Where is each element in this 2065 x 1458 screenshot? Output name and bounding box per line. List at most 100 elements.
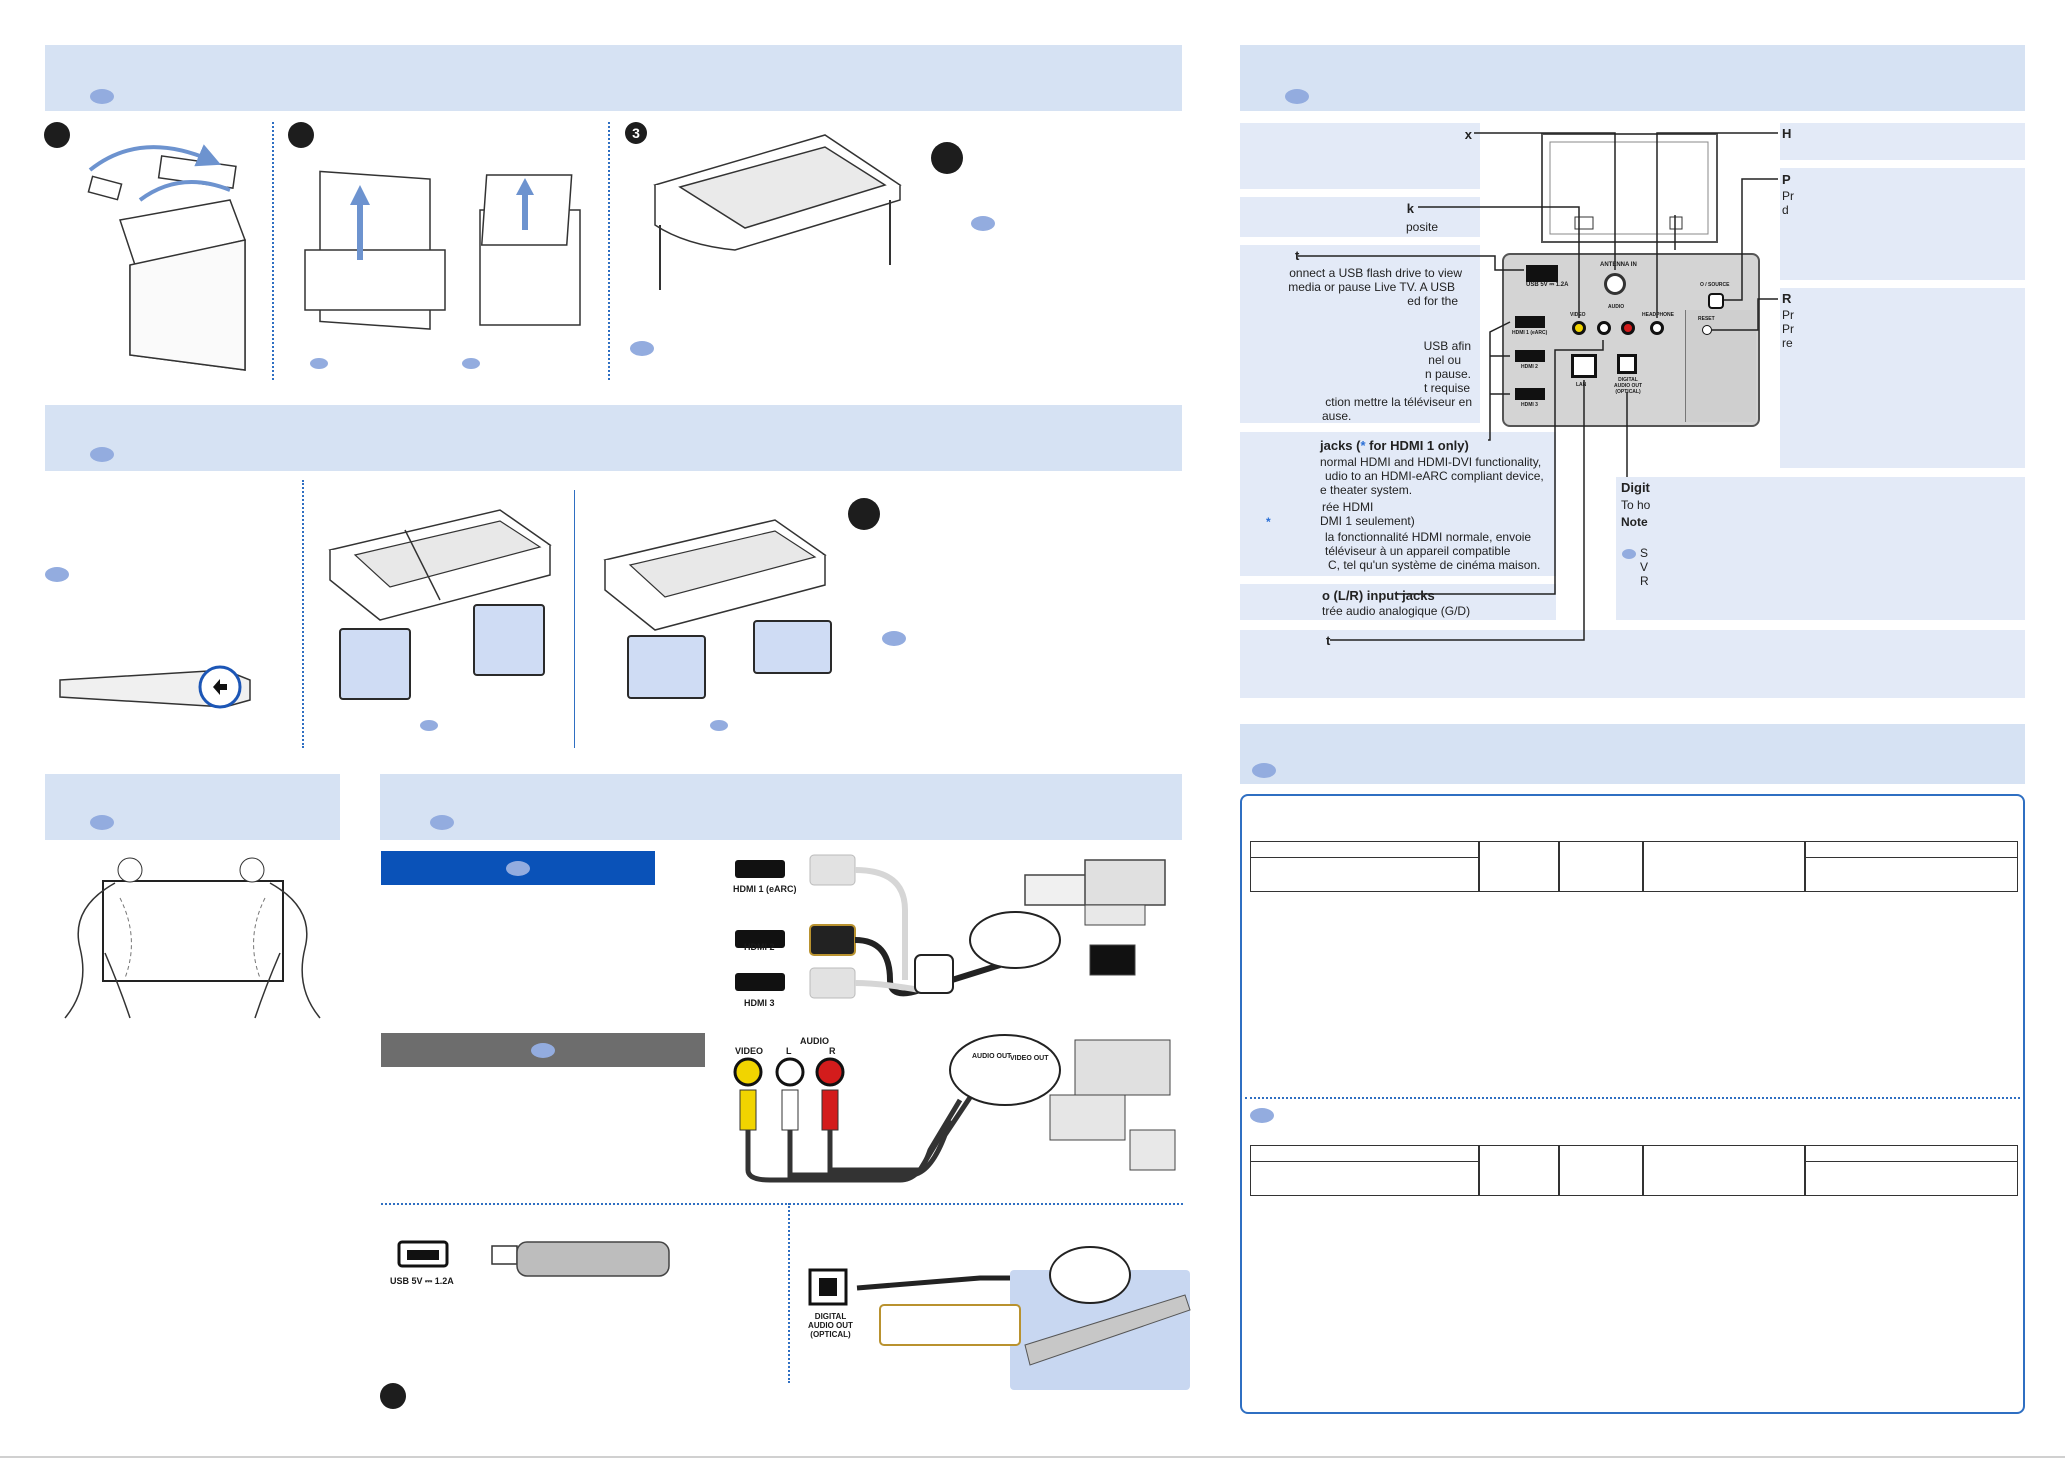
section-header-unpack xyxy=(45,45,1182,111)
divider xyxy=(1245,1097,2020,1099)
reset-button[interactable] xyxy=(1702,325,1712,335)
usb-port-illustration xyxy=(397,1240,670,1277)
composite-connection-illustration xyxy=(733,1034,1176,1183)
screw-detail-2 xyxy=(473,604,545,676)
power-callout-line: Pr xyxy=(1782,189,1794,203)
table-cell xyxy=(1250,1145,1480,1162)
tv-on-table-illustration xyxy=(653,134,902,290)
hdmi3-port[interactable] xyxy=(1515,388,1545,400)
hdmi3-port-label: HDMI 3 xyxy=(1521,402,1538,408)
hdmi3-port-label: HDMI 3 xyxy=(744,998,775,1008)
usb-callout-line: onnect a USB flash drive to view xyxy=(1289,266,1462,280)
audio-jack-label: AUDIO xyxy=(800,1036,829,1046)
language-badge xyxy=(630,341,654,356)
language-badge xyxy=(462,358,480,369)
screw-detail-4 xyxy=(753,620,832,674)
table-cell xyxy=(1558,1145,1644,1196)
two-person-carry-illustration xyxy=(64,857,321,1019)
box-unpack-illustration xyxy=(87,144,247,371)
table-cell xyxy=(1804,1161,2018,1196)
hdmi1-port[interactable] xyxy=(1515,316,1545,328)
divider xyxy=(272,122,274,380)
divider xyxy=(608,122,610,380)
headphone-jack[interactable] xyxy=(1650,321,1664,335)
divider xyxy=(788,1203,790,1383)
language-badge xyxy=(430,815,454,830)
usb-callout-fr: t requise xyxy=(1423,381,1470,395)
usb-callout-line: ed for the xyxy=(1407,294,1458,308)
section-header-specs xyxy=(1240,724,2025,784)
step-number-2 xyxy=(288,122,314,148)
specs-frame xyxy=(1240,794,2025,1414)
language-badge xyxy=(420,720,438,731)
callout-panel-headphone xyxy=(1780,123,2025,160)
video-jack-label: VIDEO xyxy=(735,1046,764,1056)
hdmi-connection-illustration xyxy=(735,854,1166,999)
power-source-button[interactable] xyxy=(1708,293,1724,309)
stand-leg-illustration xyxy=(59,665,251,709)
lan-port[interactable] xyxy=(1571,354,1597,378)
antenna-jack[interactable] xyxy=(1604,273,1626,295)
section-header-rear-panel xyxy=(1240,45,2025,111)
digital-callout-bullet: R xyxy=(1640,574,1649,588)
optical-port[interactable] xyxy=(1617,354,1637,374)
digital-callout-line: To ho xyxy=(1621,498,1651,512)
language-badge xyxy=(531,1042,555,1058)
section-header-connect xyxy=(380,774,1182,840)
hdmi2-port[interactable] xyxy=(1515,350,1545,362)
composite-good-bar xyxy=(381,1033,705,1067)
language-badge xyxy=(971,216,995,231)
specs-table-1 xyxy=(1250,841,2018,892)
step-number-usb xyxy=(380,1383,406,1409)
callout-panel-video xyxy=(1240,197,1480,237)
reset-callout-line: re xyxy=(1782,336,1793,350)
table-cell xyxy=(1642,1145,1806,1196)
audio-out-label: AUDIO OUT xyxy=(972,1053,1012,1060)
usb-callout-fr: USB afin xyxy=(1423,339,1471,353)
power-source-label: O / SOURCE xyxy=(1700,282,1730,288)
digital-callout-bullet: S xyxy=(1640,546,1649,560)
hdmi1-port-label: HDMI 1 (eARC) xyxy=(733,884,797,894)
hdmi-callout-title: jacks (* for HDMI 1 only) xyxy=(1320,439,1469,453)
hdmi2-port-label: HDMI 2 xyxy=(744,942,775,952)
tv-outline-illustration xyxy=(1541,133,1718,243)
usb-port-label: USB 5V ⎓ 1.2A xyxy=(390,1276,454,1286)
hdmi1-port-label: HDMI 1 (eARC) xyxy=(1512,330,1548,336)
reset-label: RESET xyxy=(1698,316,1715,322)
stand-attach-illustration-2 xyxy=(603,519,827,631)
language-badge xyxy=(1622,549,1636,559)
antenna-callout-title: x xyxy=(1464,127,1472,142)
hdmi-callout-fr: téléviseur à un appareil compatible xyxy=(1325,544,1511,558)
usb-port-label: USB 5V ⎓ 1.2A xyxy=(1526,282,1569,288)
hdmi-callout-fr: rée HDMI xyxy=(1322,500,1374,514)
language-badge xyxy=(90,89,114,104)
video-callout-title: k xyxy=(1406,201,1414,216)
optical-port-label: DIGITAL AUDIO OUT (OPTICAL) xyxy=(1613,377,1643,395)
hdmi-callout-title-end: for HDMI 1 only) xyxy=(1365,438,1469,453)
lan-port-label: LAN xyxy=(1576,382,1587,388)
digital-callout-title: Digit xyxy=(1621,480,1650,495)
audio-r-jack[interactable] xyxy=(1621,321,1635,335)
usb-callout-fr: nel ou xyxy=(1428,353,1461,367)
reset-callout-title: R xyxy=(1782,291,1792,306)
section-header-carry xyxy=(45,774,340,840)
usb-port xyxy=(1526,265,1558,282)
video-jack[interactable] xyxy=(1572,321,1586,335)
reset-callout-line: Pr xyxy=(1782,308,1794,322)
digital-callout-bullet: V xyxy=(1640,560,1649,574)
hdmi-callout-star: * xyxy=(1266,515,1271,529)
stand-attach-illustration xyxy=(328,509,552,621)
tv-lift-illustration-2 xyxy=(479,174,581,326)
antenna-jack-label: ANTENNA IN xyxy=(1600,262,1637,268)
table-cell xyxy=(1250,841,1480,858)
usb-callout-fr: ction mettre la téléviseur en xyxy=(1325,395,1472,409)
table-cell xyxy=(1478,841,1560,892)
audio-callout-title: o (L/R) input jacks xyxy=(1322,588,1435,603)
table-cell xyxy=(1804,1145,2018,1162)
hdmi-best-bar xyxy=(381,851,655,885)
hdmi-callout-fr: la fonctionnalité HDMI normale, envoie xyxy=(1325,530,1532,544)
step-number-3: 3 xyxy=(625,122,647,144)
optical-connection-illustration xyxy=(808,1246,1191,1390)
audio-l-jack[interactable] xyxy=(1597,321,1611,335)
